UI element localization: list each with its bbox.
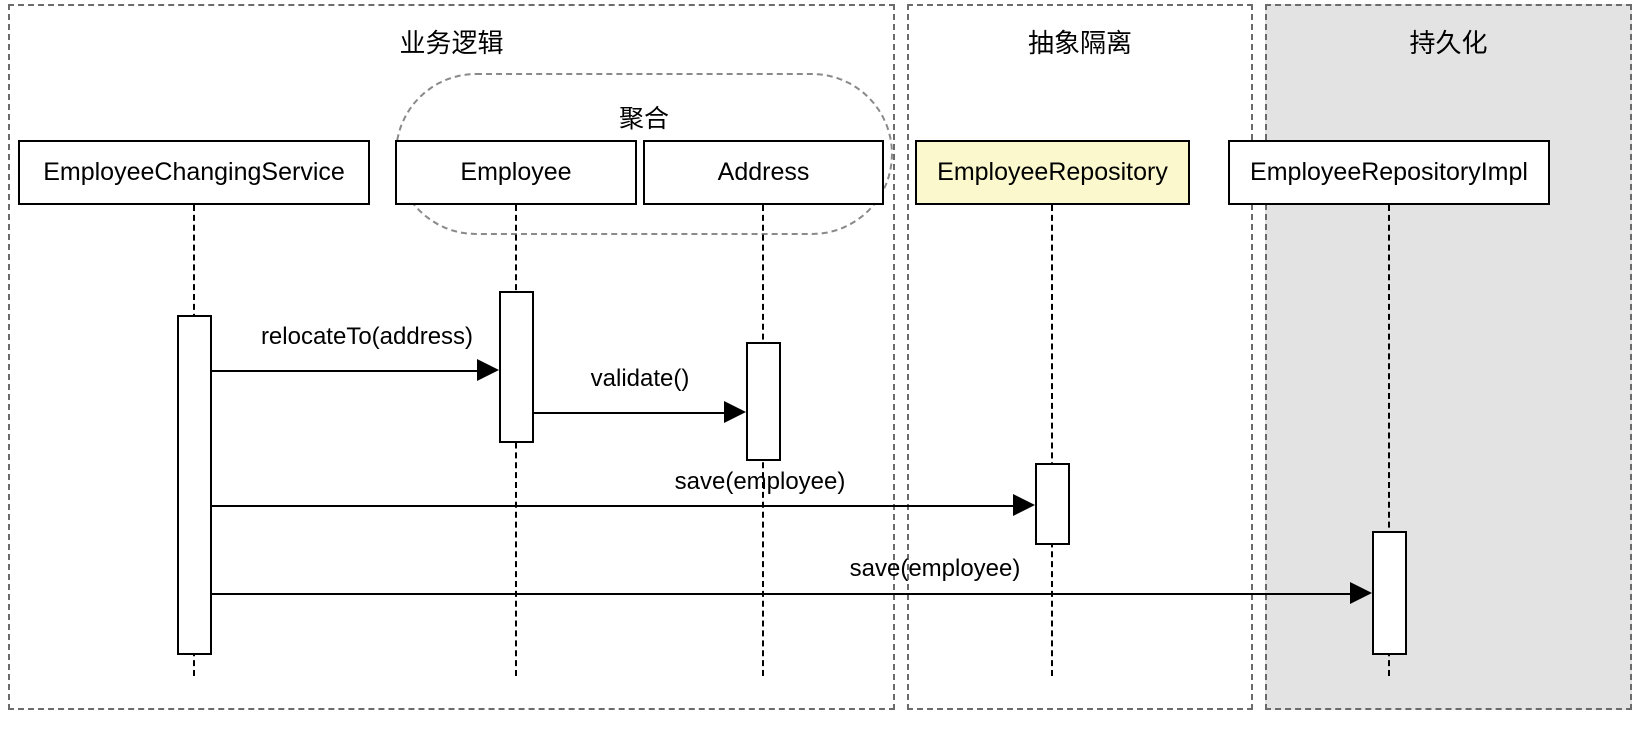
activation-bar-employee: [499, 291, 534, 443]
participant-label-employee-changing-service: EmployeeChangingService: [43, 158, 345, 186]
message-label-msg-save-employee-repository-impl: save(employee): [849, 555, 1021, 582]
message-arrowhead-msg-validate: [724, 401, 746, 423]
participant-employee-repository-impl[interactable]: EmployeeRepositoryImpl: [1228, 140, 1550, 205]
lifeline-employee-repository-impl: [1388, 205, 1390, 676]
participant-label-employee-repository-impl: EmployeeRepositoryImpl: [1250, 158, 1528, 186]
message-arrowhead-msg-save-employee-repository-impl: [1350, 582, 1372, 604]
message-line-msg-save-employee-repository: [212, 505, 1013, 507]
message-label-msg-validate: validate(): [590, 365, 690, 392]
lifeline-employee-repository: [1051, 205, 1053, 676]
participant-employee-repository[interactable]: EmployeeRepository: [915, 140, 1190, 205]
layer-title-business-logic: 业务逻辑: [399, 28, 504, 58]
activation-bar-employee-changing-service: [177, 315, 212, 655]
layer-panel-abstraction-isolation: 抽象隔离: [907, 4, 1253, 710]
participant-address[interactable]: Address: [643, 140, 884, 205]
participant-employee[interactable]: Employee: [395, 140, 637, 205]
message-line-msg-relocate-to: [212, 370, 477, 372]
message-arrowhead-msg-save-employee-repository: [1013, 494, 1035, 516]
participant-label-employee-repository: EmployeeRepository: [937, 158, 1168, 186]
group-title-aggregate: 聚合: [618, 105, 669, 133]
message-arrowhead-msg-relocate-to: [477, 359, 499, 381]
message-line-msg-save-employee-repository-impl: [212, 593, 1350, 595]
message-label-msg-relocate-to: relocateTo(address): [260, 323, 474, 350]
layer-title-persistence: 持久化: [1409, 28, 1488, 58]
message-line-msg-validate: [534, 412, 724, 414]
message-label-msg-save-employee-repository: save(employee): [674, 468, 846, 495]
activation-bar-employee-repository-impl: [1372, 531, 1407, 655]
layer-title-abstraction-isolation: 抽象隔离: [1027, 28, 1132, 58]
activation-bar-address: [746, 342, 781, 461]
participant-employee-changing-service[interactable]: EmployeeChangingService: [18, 140, 370, 205]
participant-label-employee: Employee: [460, 158, 572, 186]
participant-label-address: Address: [717, 158, 810, 186]
activation-bar-employee-repository: [1035, 463, 1070, 545]
layer-panel-persistence: 持久化: [1265, 4, 1632, 710]
